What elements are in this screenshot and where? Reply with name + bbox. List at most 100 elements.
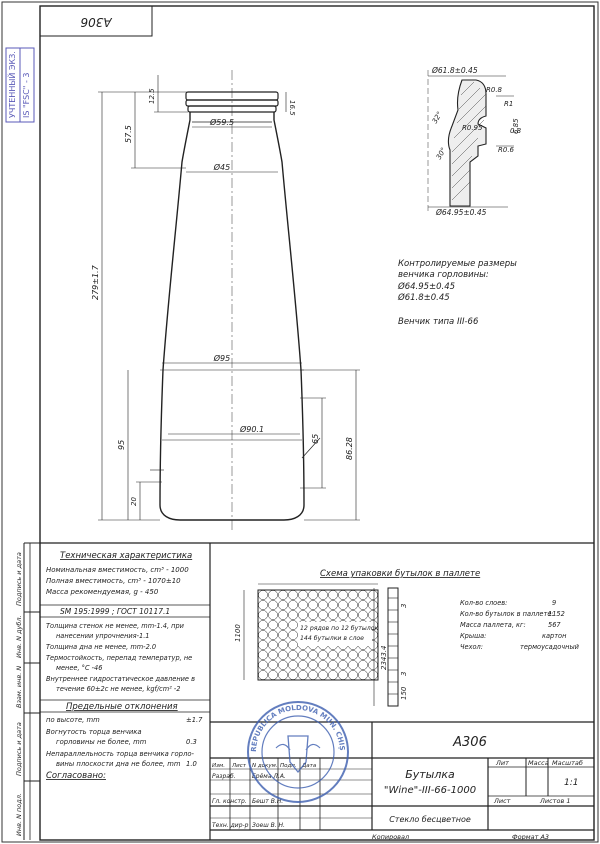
side-label-2: Инв. N дубл. <box>15 615 23 658</box>
bottle-position <box>308 660 318 670</box>
bottle-drawing: Ø59.5 Ø45 Ø95 Ø90.1 279±1.7 57.5 12.5 16… <box>91 70 360 530</box>
bottle-position <box>308 670 318 680</box>
bottle-position <box>258 640 268 650</box>
bottle-position <box>298 670 308 680</box>
stamp-text-2: IS "FSC" - 3 <box>22 72 31 118</box>
col-scale: Масштаб <box>552 759 583 767</box>
finish-r1: R1 <box>504 100 513 108</box>
dim-top: 12.5 <box>148 88 156 104</box>
controlled-dimensions-note: Контролируемые размеры венчика горловины… <box>397 259 517 327</box>
finish-type: Венчик типа III-66 <box>398 317 479 327</box>
bottle-outline <box>159 112 305 521</box>
bottle-position <box>318 590 328 600</box>
col-mass: Масса <box>528 759 549 767</box>
finish-685: 6.85 <box>512 118 520 134</box>
bottle-position <box>348 650 358 660</box>
col-list: Лист <box>231 763 247 769</box>
spec-line-2: Полная вместимость, cm³ - 1070±10 <box>46 577 181 585</box>
bottle-position <box>328 660 338 670</box>
bottle-position <box>308 600 318 610</box>
tehn-dir-name: Зоеш В. Н. <box>252 822 285 829</box>
tech-line-4: Термостойкость, перепад температур, не <box>46 654 192 662</box>
bottle-position <box>288 630 298 640</box>
bottle-position <box>368 660 378 670</box>
bottle-position <box>288 670 298 680</box>
dim-body: Ø95 <box>213 353 230 363</box>
bottle-position <box>338 650 348 660</box>
product-name: Бутылка <box>405 768 455 781</box>
tech-line-7: течение 60±2с не менее, kgf/cm² -2 <box>56 685 180 693</box>
side-label-5: Инв. N подл. <box>15 793 23 836</box>
bottle-position <box>288 610 298 620</box>
dim-65: 65 <box>311 434 320 444</box>
pallet-dim-150: 150 <box>400 686 408 700</box>
specs-title: Техническая характеристика <box>60 551 192 561</box>
dim-95: 95 <box>117 440 126 450</box>
tol-label-4: Непараллельность торца венчика горло- <box>46 750 194 758</box>
side-label-3: Взам. инв. N <box>15 666 23 708</box>
legend-label-5: Чехол: <box>460 643 483 651</box>
finish-top-dim: Ø61.8±0.45 <box>431 66 478 75</box>
bottle-position <box>348 590 358 600</box>
mirrored-code: A306 <box>80 15 112 29</box>
bottle-position <box>318 660 328 670</box>
seal-emblem-icon <box>287 735 309 774</box>
bottle-position <box>358 610 368 620</box>
pallet-side-view <box>387 587 399 707</box>
bottle-position <box>268 620 278 630</box>
bottle-position <box>268 660 278 670</box>
bottle-position <box>258 630 268 640</box>
bottle-position <box>318 650 328 660</box>
bottle-position <box>358 650 368 660</box>
pallet-dim-3b: 3 <box>400 672 408 676</box>
bottle-position <box>298 610 308 620</box>
bottle-position <box>268 610 278 620</box>
bottle-position <box>358 600 368 610</box>
bottle-position <box>278 630 288 640</box>
bottle-position <box>318 670 328 680</box>
stamp-text-1: УЧТЕННЫЙ ЭКЗ. <box>6 51 17 118</box>
bottle-position <box>368 600 378 610</box>
sheet-label: Лист <box>493 797 511 805</box>
bottle-position <box>288 650 298 660</box>
bottle-position <box>348 600 358 610</box>
bottle-position <box>288 640 298 650</box>
title-code: A306 <box>452 735 487 750</box>
bottle-position <box>348 660 358 670</box>
bottle-position <box>278 620 288 630</box>
bottle-position <box>338 590 348 600</box>
razrab-label: Разраб. <box>212 773 236 780</box>
bottle-position <box>268 650 278 660</box>
bottle-position <box>268 590 278 600</box>
bottle-position <box>298 600 308 610</box>
tol-value-1: ±1.7 <box>186 716 203 724</box>
bottle-position <box>368 610 378 620</box>
finish-r095: R0.95 <box>462 124 483 132</box>
title-block: Изм. Лист N докум. Подп. Дата Разраб. Ер… <box>210 721 594 841</box>
copied-label: Копировал <box>372 833 409 841</box>
legend-value-1: 9 <box>552 599 556 607</box>
bottle-position <box>338 600 348 610</box>
bottle-position <box>268 600 278 610</box>
controlled-dim-1: Ø64.95±0.45 <box>397 281 455 292</box>
tolerances-title: Предельные отклонения <box>66 702 178 712</box>
legend-label-4: Крыша: <box>460 632 486 640</box>
finish-ring-2 <box>187 105 277 113</box>
layer-note-1: 12 рядов по 12 бутылок <box>300 624 379 632</box>
bottle-position <box>278 660 288 670</box>
finish-detail: Ø61.8±0.45 Ø64.95±0.45 R0.8 R1 R0.95 R0.… <box>427 66 522 217</box>
tech-line-5: менее, °С -46 <box>56 664 102 672</box>
bottle-position <box>258 600 268 610</box>
bottle-position <box>268 640 278 650</box>
bottle-position <box>278 650 288 660</box>
bottle-position <box>258 660 268 670</box>
finish-angle-32: 32° <box>431 110 444 125</box>
bottle-position <box>288 660 298 670</box>
bottle-position <box>258 650 268 660</box>
dim-86: 86.28 <box>345 437 354 460</box>
side-label-4: Подпись и дата <box>15 722 23 776</box>
pallet-dim-3: 3 <box>400 604 408 608</box>
tech-line-3: Толщина дна не менее, mm-2.0 <box>46 643 156 651</box>
dim-body2: Ø90.1 <box>239 424 264 434</box>
finish-angle-30: 30° <box>435 146 448 161</box>
